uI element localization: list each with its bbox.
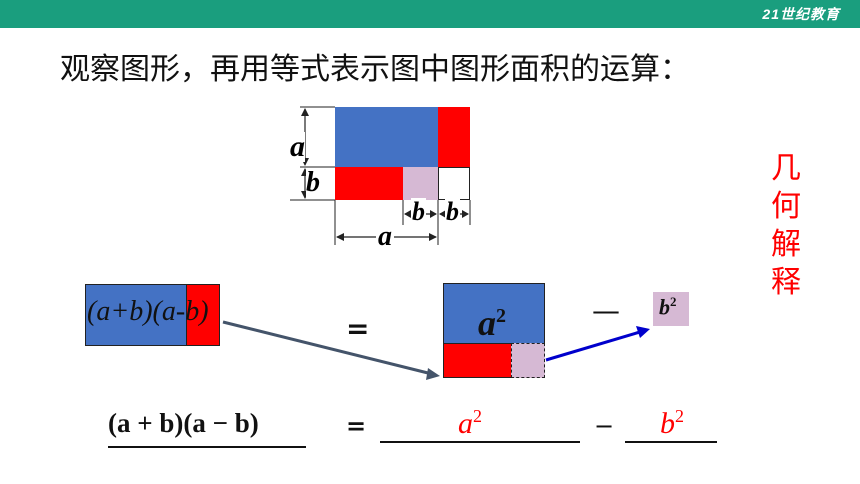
label-b-bottom-1: b: [411, 197, 426, 226]
side-char-4: 释: [771, 265, 801, 300]
page-title: 观察图形，再用等式表示图中图形面积的运算：: [60, 52, 690, 87]
geometric-interpretation-label: 几 何 解 释: [766, 150, 806, 302]
a-squared-label: a2: [478, 296, 506, 343]
product-blue-part: [85, 284, 187, 346]
label-b-left: b: [306, 167, 320, 198]
bottom-minus: −: [594, 412, 615, 440]
b-squared-box: b2: [653, 292, 689, 326]
answer-b-base: b: [660, 407, 675, 440]
header-bar: [0, 0, 860, 28]
side-char-1: 几: [771, 151, 801, 186]
bottom-lhs-underline: [108, 446, 306, 448]
a-squared-purple: [511, 343, 545, 378]
product-red-part: [186, 284, 220, 346]
answer-b-squared: b2: [660, 406, 684, 441]
brand-logo: 21世纪教育: [762, 6, 840, 22]
label-b-bottom-2: b: [445, 197, 460, 226]
middle-minus: —: [592, 294, 620, 327]
product-label: (a+b)(a-b): [87, 296, 209, 327]
label-a-bottom: a: [376, 221, 394, 252]
diagram-purple-square: [403, 167, 438, 200]
answer-a-base: a: [458, 407, 473, 440]
answer-b-underline: [625, 441, 717, 443]
diagram-red-bottom-strip: [335, 167, 403, 200]
middle-equals: =: [346, 312, 370, 345]
answer-a-underline: [380, 441, 580, 443]
answer-a-exp: 2: [473, 406, 482, 426]
b-squared-base: b: [659, 294, 670, 320]
answer-a-squared: a2: [458, 406, 482, 441]
side-char-2: 何: [771, 189, 801, 224]
bottom-equals: =: [346, 412, 367, 440]
diagram-blue-square: [335, 107, 438, 167]
a-squared-base: a: [478, 303, 496, 343]
b-squared-exp: 2: [670, 294, 677, 309]
side-char-3: 解: [771, 227, 801, 262]
a-squared-red: [443, 343, 512, 378]
bottom-lhs: (a + b)(a − b): [108, 408, 259, 438]
diagram-red-right-strip: [438, 107, 470, 167]
answer-b-exp: 2: [675, 406, 684, 426]
label-a-left: a: [290, 130, 305, 163]
a-squared-exp: 2: [496, 305, 506, 327]
